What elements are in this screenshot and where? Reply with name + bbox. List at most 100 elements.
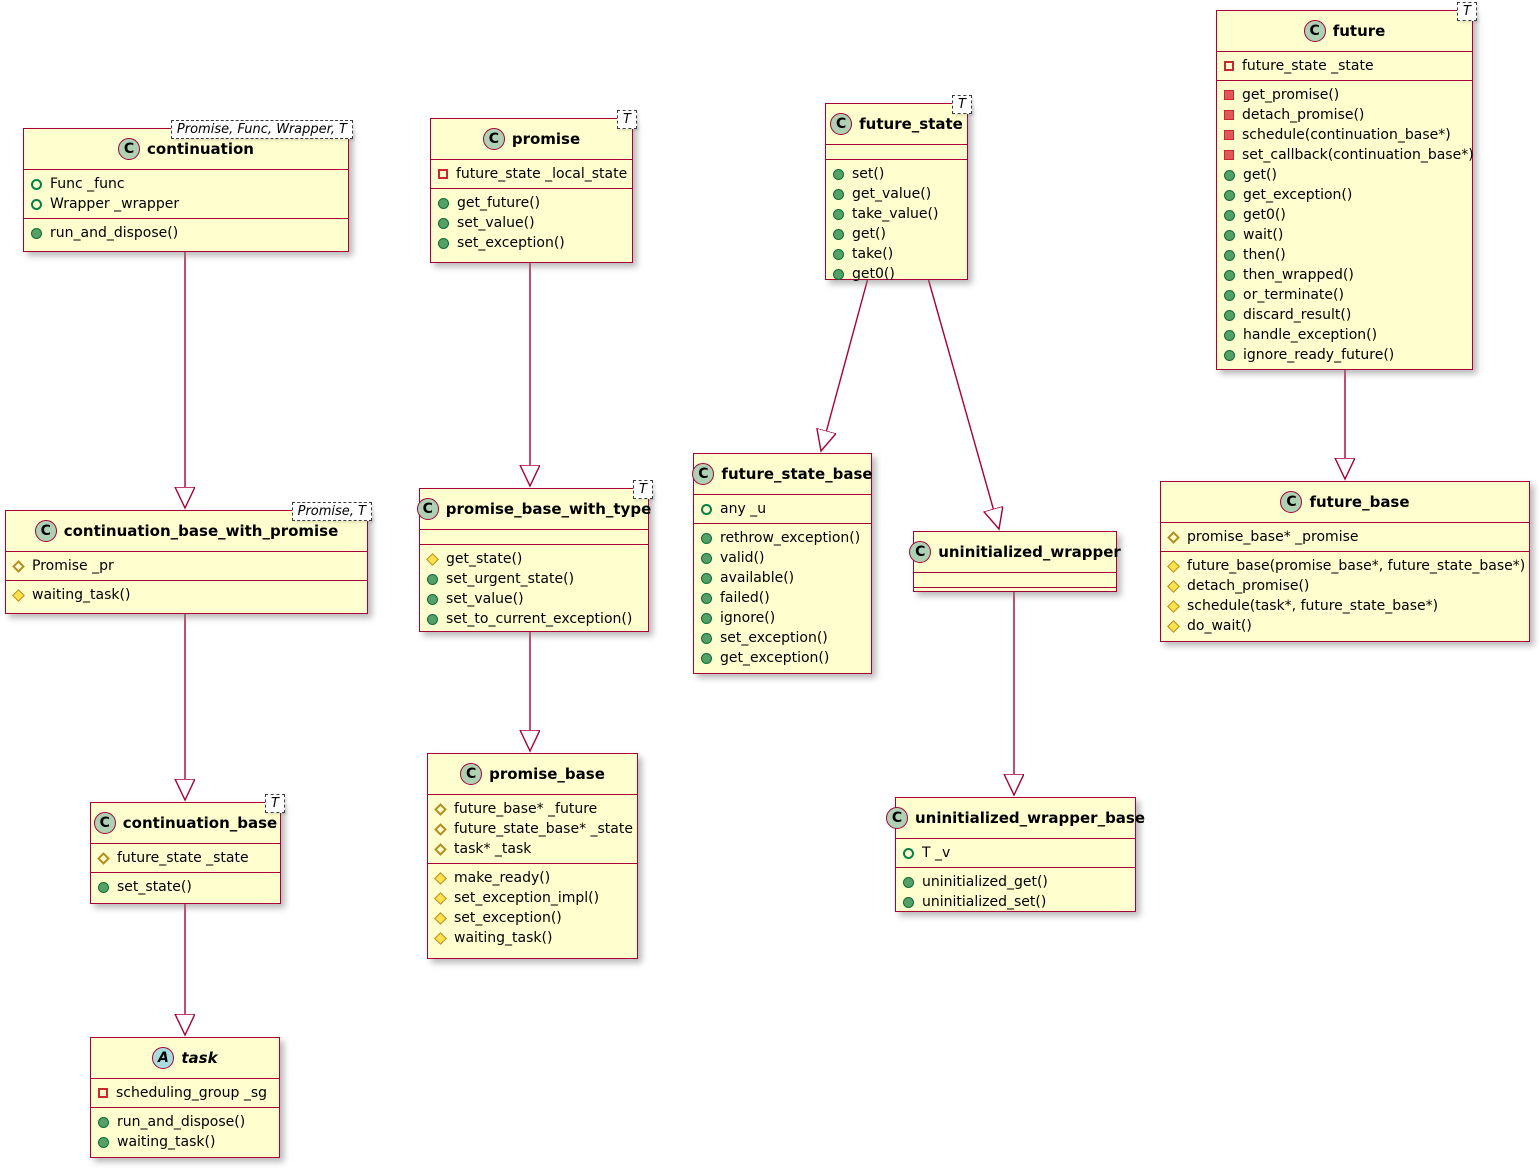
protected-method-icon: [434, 891, 447, 905]
method-label: get(): [852, 226, 886, 242]
field-row: future_state_base* _state: [434, 819, 633, 839]
method-row: available(): [701, 568, 863, 588]
public-method-icon: [701, 652, 712, 664]
method-row: schedule(task*, future_state_base*): [1167, 596, 1521, 616]
method-row: or_terminate(): [1224, 285, 1464, 305]
protected-field-icon: [12, 559, 25, 573]
protected-method-icon: [434, 931, 447, 945]
public-method-icon: [1224, 309, 1235, 321]
public-method-icon: [427, 593, 438, 605]
protected-field-icon: [434, 802, 447, 816]
method-label: waiting_task(): [32, 587, 131, 603]
method-row: detach_promise(): [1224, 105, 1464, 125]
method-label: get_exception(): [1243, 187, 1353, 203]
class-badge-icon: C: [93, 812, 116, 834]
method-row: set_exception(): [701, 628, 863, 648]
methods-section: future_base(promise_base*, future_state_…: [1161, 551, 1529, 641]
class-name: promise: [511, 130, 581, 148]
method-label: future_base(promise_base*, future_state_…: [1187, 558, 1526, 574]
method-row: run_and_dispose(): [31, 223, 340, 243]
public-field-icon: [31, 178, 42, 190]
class-name: future_state: [859, 115, 963, 133]
method-label: get_promise(): [1242, 87, 1340, 103]
field-row: Wrapper _wrapper: [31, 194, 340, 214]
class-name: continuation: [147, 140, 254, 158]
method-label: get(): [1243, 167, 1277, 183]
public-method-icon: [833, 248, 844, 260]
method-row: take(): [833, 244, 959, 264]
public-method-icon: [1224, 289, 1235, 301]
methods-section: get_state() set_urgent_state() set_value()…: [420, 544, 648, 631]
method-row: get_future(): [438, 193, 624, 213]
class-name: continuation_base_with_promise: [63, 522, 339, 540]
fields-section: T _v: [896, 838, 1135, 867]
method-label: set_exception(): [454, 910, 562, 926]
public-method-icon: [1224, 249, 1235, 261]
public-method-icon: [1224, 169, 1235, 181]
public-method-icon: [1224, 269, 1235, 281]
class-name: future_base: [1309, 493, 1410, 511]
method-row: waiting_task(): [12, 585, 359, 605]
class-badge-icon: C: [482, 128, 505, 150]
method-row: set(): [833, 164, 959, 184]
fields-section: [914, 572, 1116, 587]
method-label: waiting_task(): [454, 930, 553, 946]
methods-section: set_state(): [91, 872, 280, 903]
method-row: set_value(): [438, 213, 624, 233]
public-method-icon: [1224, 189, 1235, 201]
field-row: future_state _state: [1224, 56, 1464, 76]
field-row: promise_base* _promise: [1167, 527, 1521, 547]
method-row: set_to_current_exception(): [427, 609, 640, 629]
method-row: set_callback(continuation_base*): [1224, 145, 1474, 165]
public-method-icon: [833, 188, 844, 200]
method-row: then(): [1224, 245, 1464, 265]
method-label: get_state(): [446, 551, 523, 567]
methods-section: waiting_task(): [6, 580, 367, 613]
method-row: waiting_task(): [434, 928, 629, 948]
template-parameters-tag: T: [1457, 2, 1477, 21]
public-method-icon: [833, 168, 844, 180]
methods-section: get_promise()detach_promise()schedule(co…: [1217, 80, 1474, 369]
protected-field-icon: [97, 851, 110, 865]
method-label: set_exception(): [457, 235, 565, 251]
field-label: scheduling_group _sg: [116, 1085, 268, 1101]
method-label: wait(): [1243, 227, 1284, 243]
method-row: discard_result(): [1224, 305, 1464, 325]
method-label: set_value(): [446, 591, 524, 607]
method-label: do_wait(): [1187, 618, 1252, 634]
fields-section: future_state _local_state: [431, 159, 632, 188]
protected-method-icon: [1167, 599, 1180, 613]
public-method-icon: [701, 532, 712, 544]
fields-section: promise_base* _promise: [1161, 522, 1529, 551]
private-field-icon: [1224, 61, 1234, 71]
method-label: rethrow_exception(): [720, 530, 861, 546]
public-method-icon: [98, 1136, 109, 1148]
method-row: set_urgent_state(): [427, 569, 640, 589]
method-label: run_and_dispose(): [117, 1114, 246, 1130]
field-row: Func _func: [31, 174, 340, 194]
inheritance-edge-future_state-to-future_state_base: [821, 277, 869, 451]
public-method-icon: [833, 208, 844, 220]
method-label: failed(): [720, 590, 770, 606]
protected-method-icon: [1167, 559, 1180, 573]
method-label: ignore_ready_future(): [1243, 347, 1395, 363]
class-name: continuation_base: [122, 814, 278, 832]
method-label: run_and_dispose(): [50, 225, 179, 241]
method-row: get_value(): [833, 184, 959, 204]
public-method-icon: [427, 573, 438, 585]
